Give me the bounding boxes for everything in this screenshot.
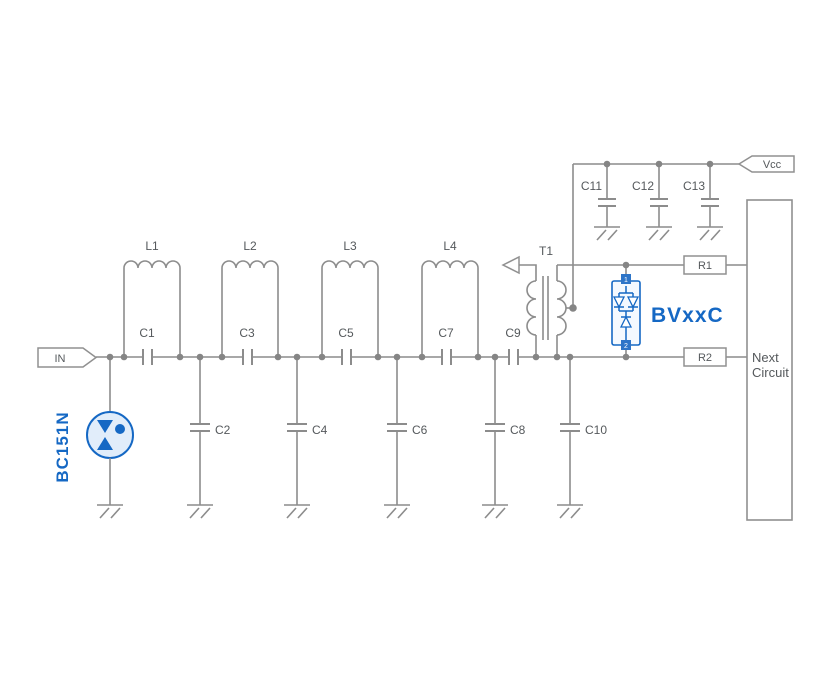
pin-marker-1 — [621, 274, 631, 284]
pin-marker-2 — [621, 340, 631, 350]
capacitor-C9: C9 — [505, 326, 521, 365]
diode-triangle-icon — [626, 296, 640, 309]
inductor-label: L1 — [145, 239, 159, 253]
inductor-L3: L3 — [321, 239, 379, 357]
capacitor-C2: C2 — [190, 357, 231, 505]
diode-array-bvxxc: 1 2 BVxxC — [611, 265, 724, 357]
capacitor-label: C3 — [239, 326, 255, 340]
ground-icon — [384, 504, 410, 519]
ground-icon — [594, 226, 620, 241]
capacitor-label: C10 — [585, 423, 607, 437]
capacitor-label: C7 — [438, 326, 454, 340]
ground-icon — [187, 504, 213, 519]
ground-icon — [482, 504, 508, 519]
capacitor-C12: C12 — [632, 164, 668, 227]
capacitor-C6: C6 — [387, 357, 428, 505]
capacitor-C13: C13 — [683, 164, 719, 227]
transistor-symbol — [86, 411, 134, 459]
capacitor-label: C9 — [505, 326, 521, 340]
capacitor-C3: C3 — [239, 326, 255, 365]
resistor-label: R2 — [698, 352, 712, 364]
pin-number: 2 — [624, 343, 628, 350]
vcc-tag: Vcc — [737, 155, 795, 173]
capacitor-C5: C5 — [338, 326, 354, 365]
ground-icon — [284, 504, 310, 519]
resistor-r2: R2 — [683, 347, 727, 367]
ground-icon — [697, 226, 723, 241]
capacitor-label: C12 — [632, 179, 654, 193]
capacitor-label: C4 — [312, 423, 328, 437]
transformer-t1: T1 — [501, 244, 567, 357]
inductor-label: L3 — [343, 239, 357, 253]
capacitor-C8: C8 — [485, 357, 526, 505]
resistor-label: R1 — [698, 260, 712, 272]
capacitor-label: C13 — [683, 179, 705, 193]
capacitor-label: C2 — [215, 423, 231, 437]
capacitor-C1: C1 — [139, 326, 155, 365]
inductor-label: L4 — [443, 239, 457, 253]
capacitor-C7: C7 — [438, 326, 454, 365]
transformer-label: T1 — [539, 244, 553, 258]
ground-icons — [97, 226, 723, 519]
inductor-L1: L1 — [123, 239, 181, 357]
capacitor-C11: C11 — [581, 164, 616, 227]
inductor-label: L2 — [243, 239, 257, 253]
transistor-dot-icon — [115, 424, 125, 434]
next-circuit-label-line2: Circuit — [752, 365, 789, 380]
next-circuit-label-line1: Next — [752, 350, 779, 365]
transistor-triangle-up-icon — [97, 437, 113, 450]
transistor-bc151n: BC151N — [53, 357, 134, 505]
capacitor-C10: C10 — [560, 357, 607, 505]
inductor-L2: L2 — [221, 239, 279, 357]
pin-number: 1 — [624, 277, 628, 284]
vcc-tag-label: Vcc — [763, 159, 782, 171]
resistor-r1: R1 — [683, 255, 727, 275]
ground-icon — [557, 504, 583, 519]
next-circuit-block: Next Circuit — [746, 199, 793, 521]
ground-icon — [646, 226, 672, 241]
junction-dots — [106, 160, 714, 361]
transistor-triangle-down-icon — [97, 420, 113, 433]
input-tag-label: IN — [55, 353, 66, 365]
capacitor-C4: C4 — [287, 357, 328, 505]
capacitor-label: C8 — [510, 423, 526, 437]
diode-triangle-icon — [612, 296, 626, 309]
capacitor-label: C11 — [581, 179, 602, 193]
capacitor-label: C1 — [139, 326, 155, 340]
capacitor-label: C5 — [338, 326, 354, 340]
inductor-L4: L4 — [421, 239, 479, 357]
ground-icon — [97, 504, 123, 519]
capacitor-label: C6 — [412, 423, 428, 437]
input-tag: IN — [37, 347, 98, 368]
diode-array-label: BVxxC — [651, 304, 724, 327]
transistor-label: BC151N — [53, 411, 72, 482]
